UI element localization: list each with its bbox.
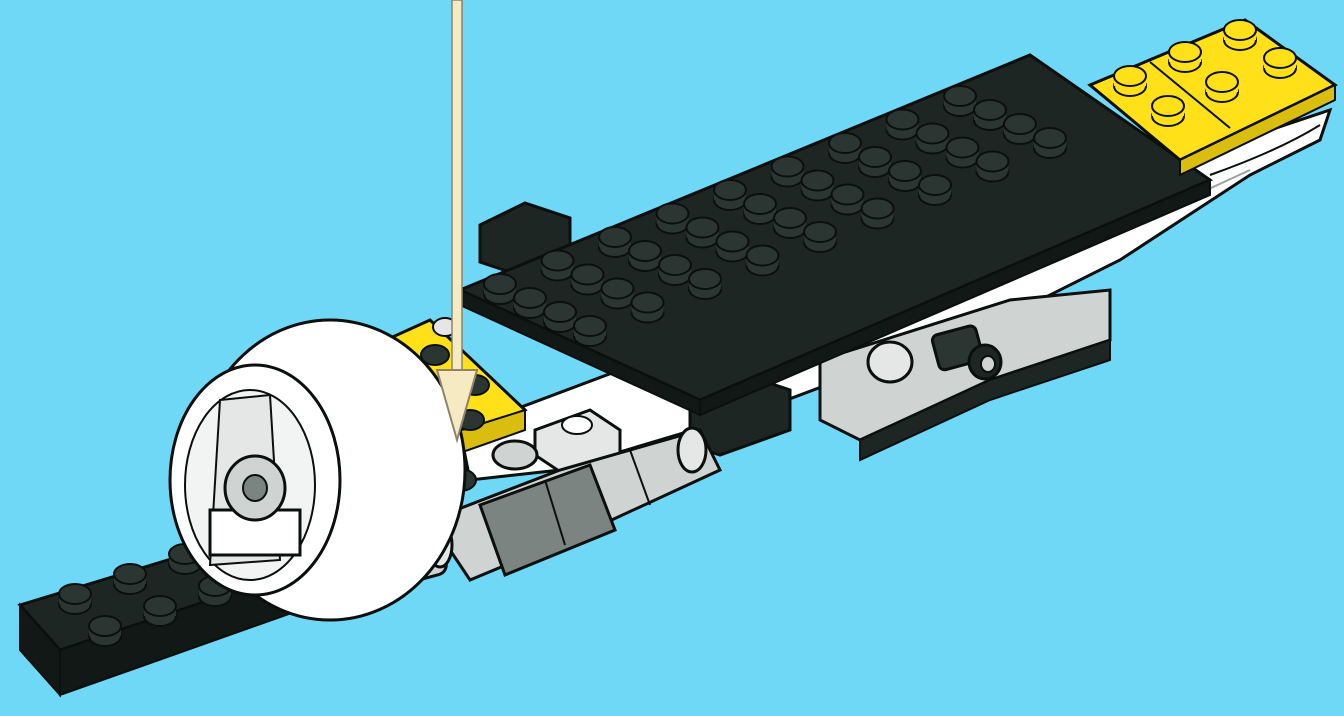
stud xyxy=(977,152,1009,182)
stud xyxy=(89,616,121,646)
stud xyxy=(572,265,604,295)
stud xyxy=(657,204,689,234)
stud xyxy=(772,157,804,187)
stud xyxy=(544,302,576,332)
stud xyxy=(687,218,719,248)
stud xyxy=(947,138,979,168)
stud xyxy=(714,180,746,210)
stud xyxy=(744,194,776,224)
stud xyxy=(484,274,516,304)
stud xyxy=(919,175,951,205)
stud xyxy=(574,316,606,346)
stud xyxy=(689,269,721,299)
stud xyxy=(629,241,661,271)
stud xyxy=(917,124,949,154)
stud xyxy=(1004,114,1036,144)
stud xyxy=(974,100,1006,130)
stud xyxy=(1206,72,1238,102)
stud xyxy=(717,232,749,262)
stud xyxy=(862,199,894,229)
placement-arrow xyxy=(437,0,477,440)
stud xyxy=(602,279,634,309)
stud xyxy=(774,208,806,238)
stud xyxy=(1169,42,1201,72)
stud xyxy=(542,251,574,281)
stud xyxy=(632,293,664,323)
stud xyxy=(887,110,919,140)
stud xyxy=(889,161,921,191)
stud xyxy=(1152,96,1184,126)
stud xyxy=(1114,66,1146,96)
stud xyxy=(944,86,976,116)
stud xyxy=(859,147,891,177)
stud xyxy=(59,584,91,614)
stud xyxy=(599,227,631,257)
stud xyxy=(802,171,834,201)
stud xyxy=(1264,48,1296,78)
stud xyxy=(1034,128,1066,158)
white-wheel xyxy=(170,320,465,620)
stud xyxy=(144,596,176,626)
stud xyxy=(114,564,146,594)
stud xyxy=(514,288,546,318)
stud xyxy=(1224,20,1256,50)
stud xyxy=(829,133,861,163)
stud xyxy=(832,185,864,215)
stud xyxy=(747,246,779,276)
stud xyxy=(659,255,691,285)
stud xyxy=(804,222,836,252)
